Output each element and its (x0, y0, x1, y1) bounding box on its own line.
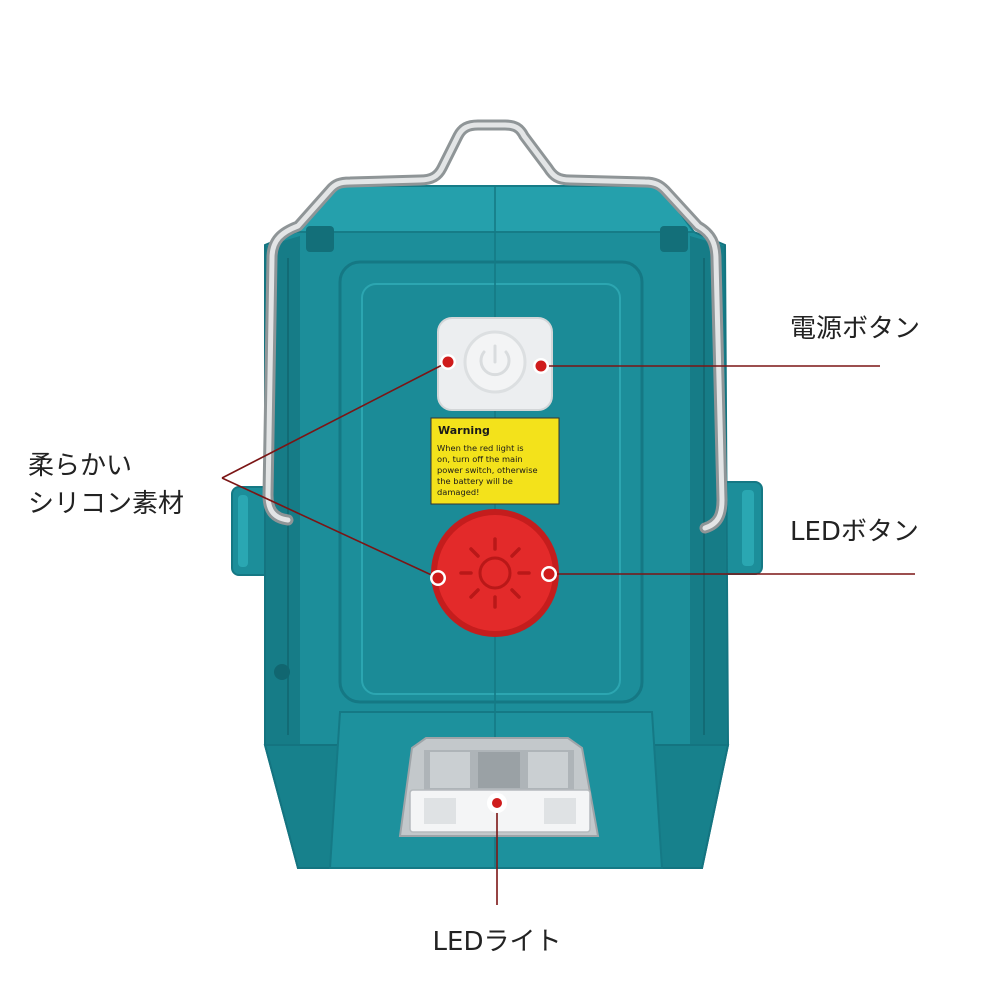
callout-dot (535, 360, 547, 372)
callout-label-led-light: LEDライト (433, 927, 562, 957)
callout-dots (430, 354, 557, 813)
sun-icon (459, 537, 531, 609)
warning-text-line: the battery will be (437, 476, 513, 486)
callout-line-silicone-upper (221, 361, 449, 479)
led-lens-segment (478, 752, 520, 788)
warning-label-background (430, 417, 560, 505)
callout-label-power-button: 電源ボタン (790, 314, 920, 344)
warning-text-line: damaged! (437, 487, 479, 497)
side-ports (231, 481, 763, 576)
handle-mount-right (660, 226, 688, 252)
led-button (431, 509, 559, 637)
callout-label-silicone-line1: 柔らかい (28, 451, 132, 481)
callout-label-silicone-line2: シリコン素材 (28, 489, 184, 519)
callout-labels: 電源ボタン LEDボタン 柔らかい シリコン素材 LEDライト (28, 314, 920, 957)
led-button-cap (437, 515, 553, 631)
callout-dot (492, 798, 502, 808)
callout-line-silicone-lower (221, 477, 439, 579)
callout-label-led-button: LEDボタン (790, 517, 919, 547)
sun-icon-rays (459, 537, 531, 609)
side-port-left-highlight (238, 495, 248, 567)
callout-dot (442, 356, 454, 368)
power-button (437, 317, 553, 411)
callout-dot (432, 572, 444, 584)
led-light (398, 737, 600, 837)
power-icon (479, 344, 511, 377)
warning-text-line: power switch, otherwise (437, 465, 538, 475)
sun-icon-core (478, 556, 512, 590)
handle-wire-shine (265, 122, 725, 531)
led-lens-segment (528, 752, 568, 788)
led-window-shade (544, 798, 576, 824)
led-lens-segment (430, 752, 470, 788)
warning-text-line: When the red light is (437, 443, 524, 453)
side-screw-hole (274, 664, 290, 680)
metal-handle (262, 119, 728, 534)
callout-dot (543, 568, 555, 580)
handle-mount-left (306, 226, 334, 252)
warning-text-line: on, turn off the main (437, 454, 523, 464)
led-window-shade (424, 798, 456, 824)
side-port-right-highlight (742, 490, 754, 566)
warning-label: Warning When the red light is on, turn o… (430, 417, 560, 505)
callout-lines (221, 361, 915, 905)
warning-title: Warning (438, 424, 490, 437)
